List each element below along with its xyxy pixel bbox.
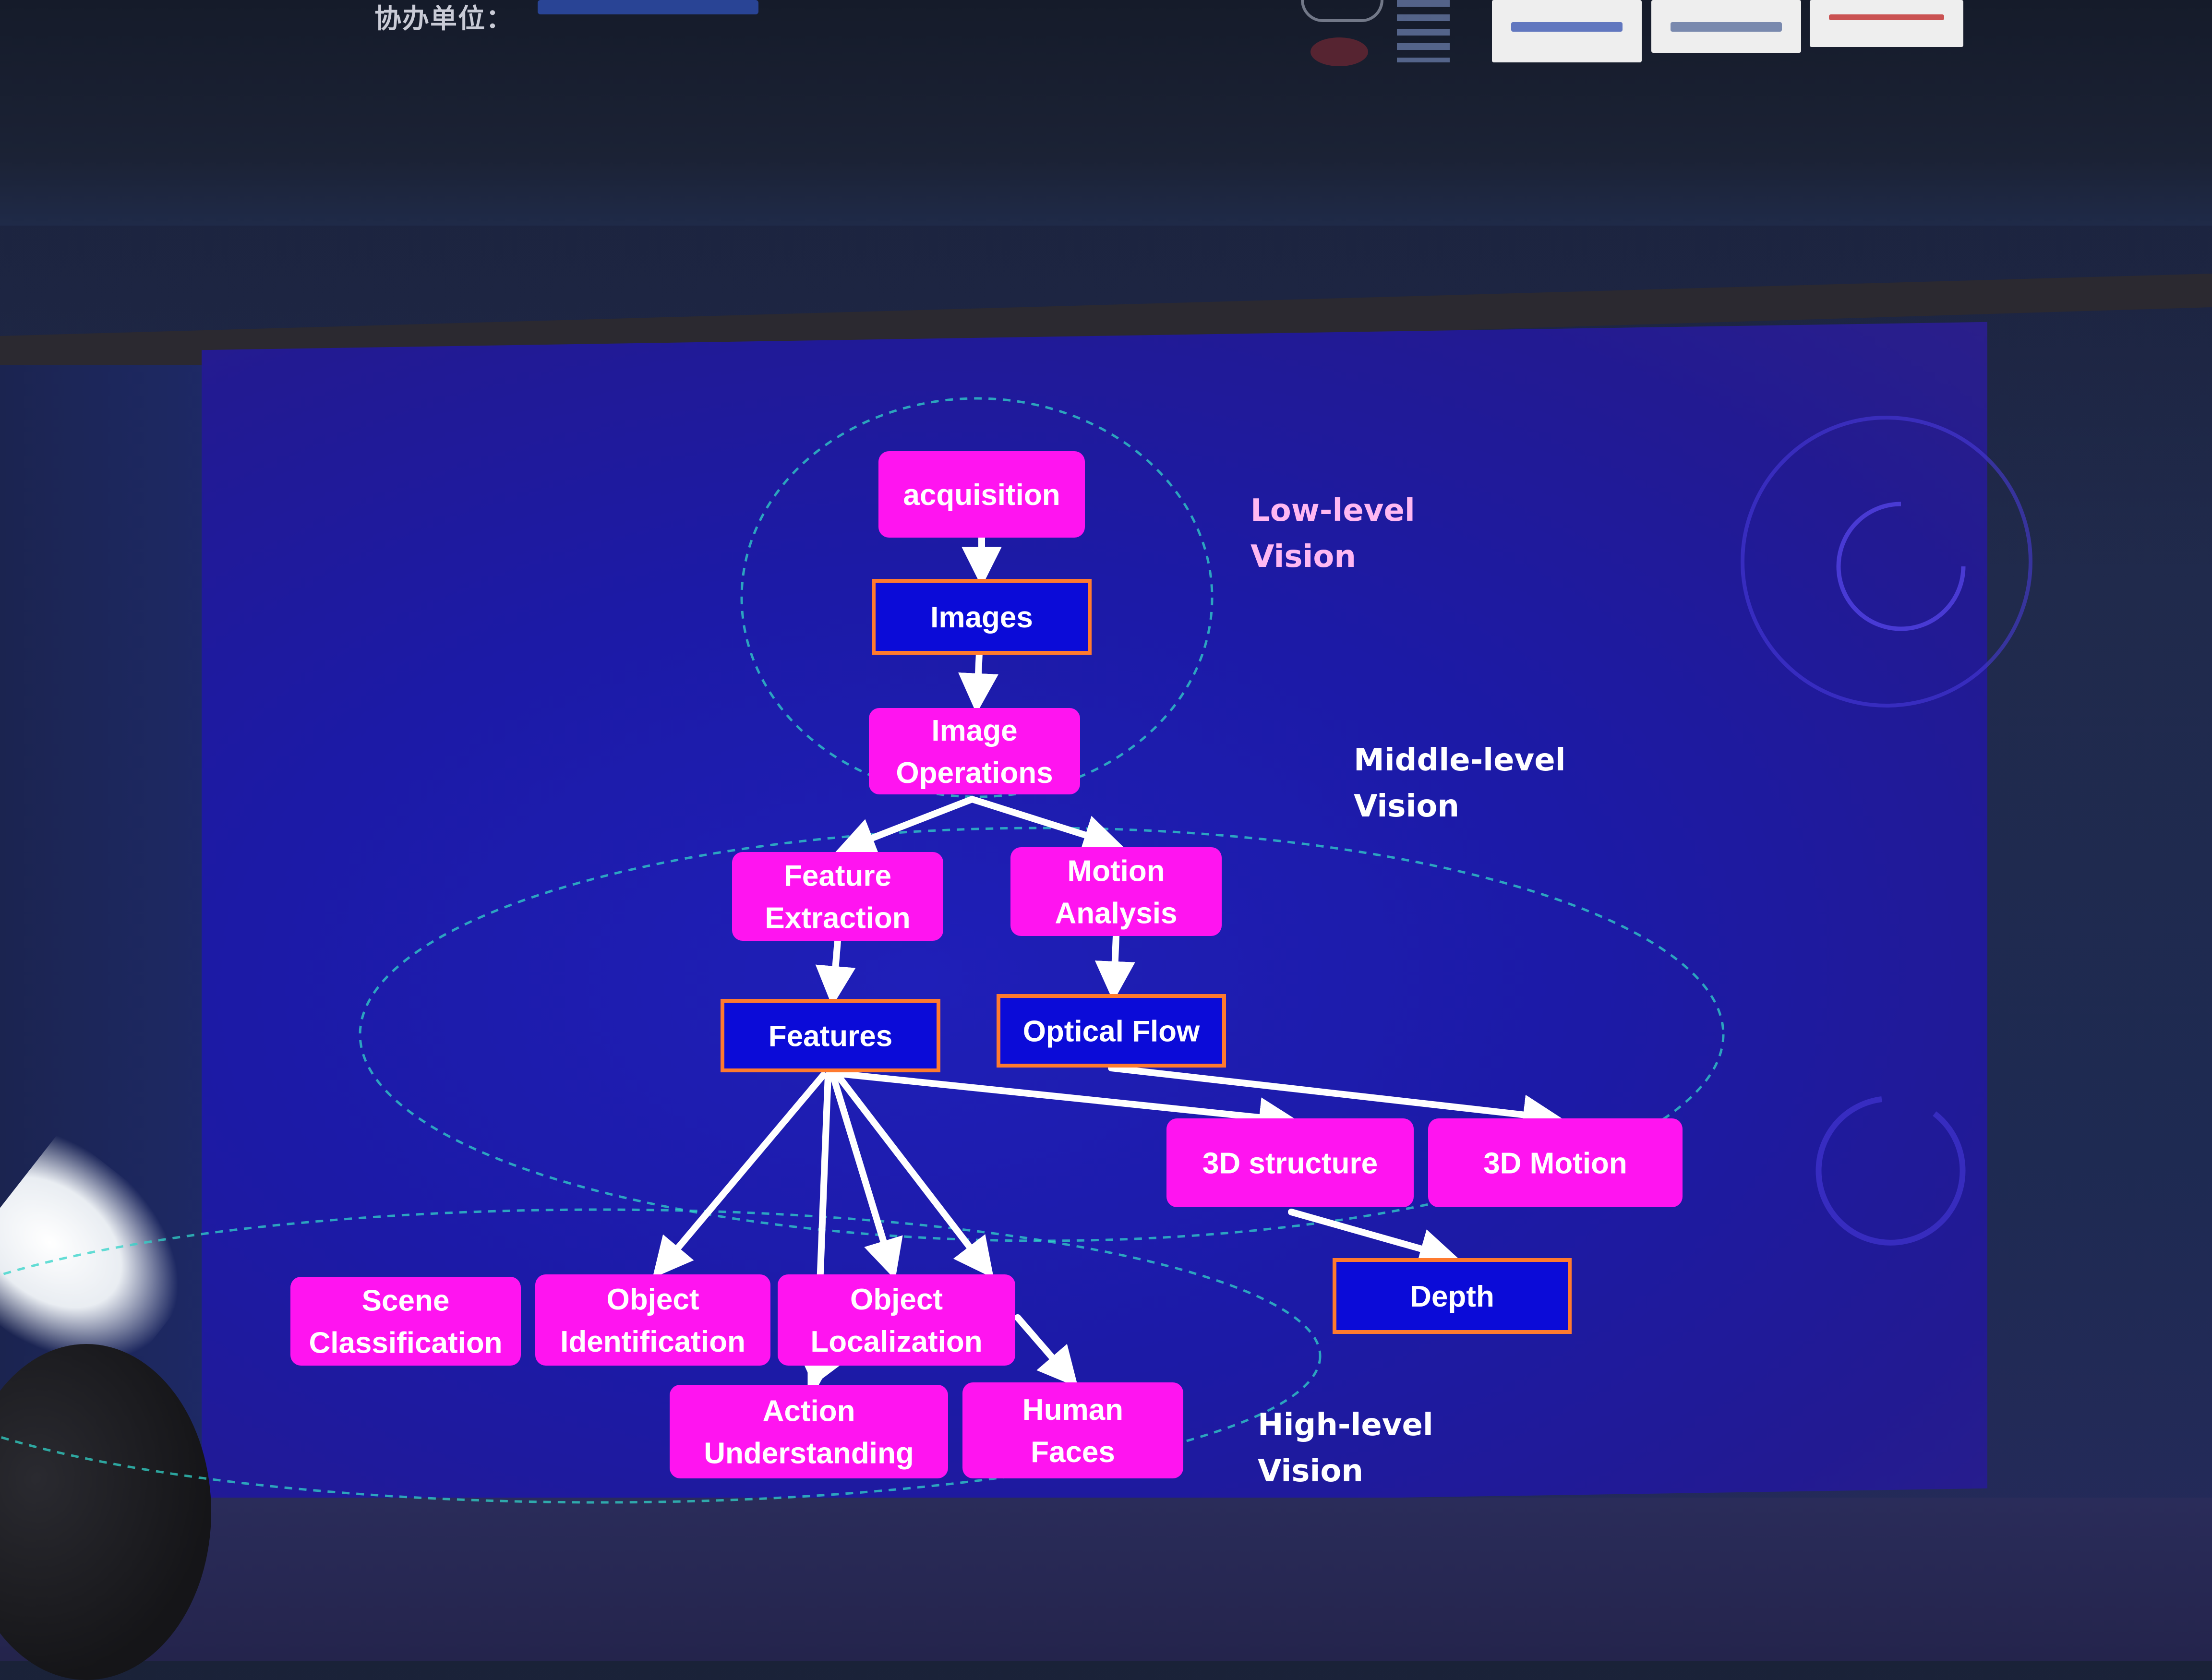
node-3d-structure: 3D structure — [1166, 1118, 1414, 1207]
node-box-scene-classification — [290, 1277, 521, 1366]
edge-features-to-object-localization — [830, 1072, 903, 1280]
nodes-layer: acquisitionImagesImageOperationsFeatureE… — [290, 451, 1683, 1478]
node-features: Features — [721, 999, 940, 1072]
node-box-action-understanding — [670, 1385, 948, 1478]
node-label-motion-analysis-1: Analysis — [1055, 897, 1177, 930]
node-box-object-identification — [535, 1274, 770, 1366]
level-label-middle-1: Vision — [1354, 789, 1459, 824]
node-label-object-localization-0: Object — [850, 1283, 943, 1316]
sponsor-emblem-red — [1310, 37, 1368, 66]
node-box-depth — [1333, 1258, 1572, 1334]
levels-layer: Low-levelVisionMiddle-levelVisionHigh-le… — [1250, 493, 1566, 1489]
node-3d-motion: 3D Motion — [1428, 1118, 1683, 1207]
node-box-object-localization — [778, 1274, 1015, 1366]
level-label-low-1: Vision — [1250, 539, 1356, 575]
node-box-motion-analysis — [1010, 847, 1222, 936]
low-level-ellipse — [740, 397, 1214, 798]
node-label-object-identification-0: Object — [607, 1283, 699, 1316]
edge-3d-structure-to-depth — [1288, 1209, 1460, 1269]
sponsor-logo-1 — [1492, 0, 1642, 62]
decor-ring-bottom — [1815, 1096, 1966, 1246]
node-depth: Depth — [1333, 1258, 1572, 1334]
floor-band — [0, 1498, 2212, 1661]
node-box-3d-motion — [1428, 1118, 1683, 1207]
edge-optical-flow-to-3d-motion — [1108, 1065, 1563, 1135]
node-label-depth-0: Depth — [1410, 1280, 1494, 1313]
edge-images-to-image-operations — [958, 649, 999, 714]
node-label-acquisition-0: acquisition — [903, 479, 1060, 512]
node-box-human-faces — [962, 1382, 1183, 1478]
node-label-image-operations-1: Operations — [896, 756, 1053, 790]
sponsor-logo-2 — [1651, 0, 1801, 53]
edge-object-localization-to-action-understanding — [807, 1344, 844, 1390]
high-level-ellipse — [0, 1208, 1322, 1504]
node-label-action-understanding-1: Understanding — [704, 1437, 914, 1470]
header-co-organizer-names — [538, 0, 758, 14]
node-label-feature-extraction-0: Feature — [784, 860, 891, 893]
sponsor-text-block — [1397, 0, 1450, 62]
node-label-scene-classification-0: Scene — [362, 1284, 450, 1318]
decor-ring-small — [1836, 502, 1966, 631]
node-label-image-operations-0: Image — [931, 714, 1017, 747]
node-acquisition: acquisition — [878, 451, 1085, 538]
edge-image-operations-to-motion-analysis — [969, 796, 1124, 854]
node-box-images — [872, 579, 1092, 655]
edge-features-to-3d-structure — [827, 1069, 1299, 1138]
node-optical-flow: Optical Flow — [997, 994, 1226, 1068]
node-box-optical-flow — [997, 994, 1226, 1068]
edge-features-to-object-identification — [652, 1072, 827, 1278]
node-box-image-operations — [869, 708, 1080, 794]
level-label-high-0: High-level — [1258, 1407, 1433, 1443]
edge-feature-extraction-to-features — [815, 937, 856, 1007]
node-label-images-0: Images — [930, 601, 1033, 634]
node-box-features — [721, 999, 940, 1072]
level-label-low-0: Low-level — [1250, 493, 1415, 528]
decor-ring-large — [1741, 416, 2032, 708]
audience-head — [0, 1344, 211, 1680]
node-label-3d-structure-0: 3D structure — [1202, 1147, 1378, 1180]
middle-level-ellipse — [359, 827, 1725, 1242]
node-box-3d-structure — [1166, 1118, 1414, 1207]
node-label-action-understanding-0: Action — [763, 1395, 855, 1428]
node-label-human-faces-1: Faces — [1031, 1436, 1115, 1469]
node-label-3d-motion-0: 3D Motion — [1483, 1147, 1627, 1180]
node-label-feature-extraction-1: Extraction — [765, 902, 910, 935]
node-images: Images — [872, 579, 1092, 655]
edge-motion-analysis-to-optical-flow — [1094, 933, 1135, 1002]
node-label-motion-analysis-0: Motion — [1067, 855, 1165, 888]
node-label-features-0: Features — [769, 1020, 892, 1053]
level-label-middle-0: Middle-level — [1354, 743, 1566, 778]
level-label-high-1: Vision — [1258, 1453, 1363, 1489]
node-label-object-identification-1: Identification — [560, 1325, 745, 1358]
sponsor-logo-3 — [1810, 0, 1963, 47]
edge-image-operations-to-feature-extraction — [835, 796, 975, 857]
node-label-optical-flow-0: Optical Flow — [1023, 1015, 1200, 1048]
node-box-feature-extraction — [732, 852, 943, 941]
node-box-acquisition — [878, 451, 1085, 538]
node-label-human-faces-0: Human — [1022, 1393, 1123, 1427]
header-co-organizer-label: 协办单位： — [374, 3, 514, 35]
node-label-scene-classification-1: Classification — [309, 1327, 502, 1360]
edges-layer — [652, 534, 1563, 1391]
node-label-object-localization-1: Localization — [810, 1325, 982, 1358]
edge-features-to-human-faces — [834, 1072, 994, 1279]
edge-object-localization-to-human-faces — [1014, 1314, 1078, 1388]
